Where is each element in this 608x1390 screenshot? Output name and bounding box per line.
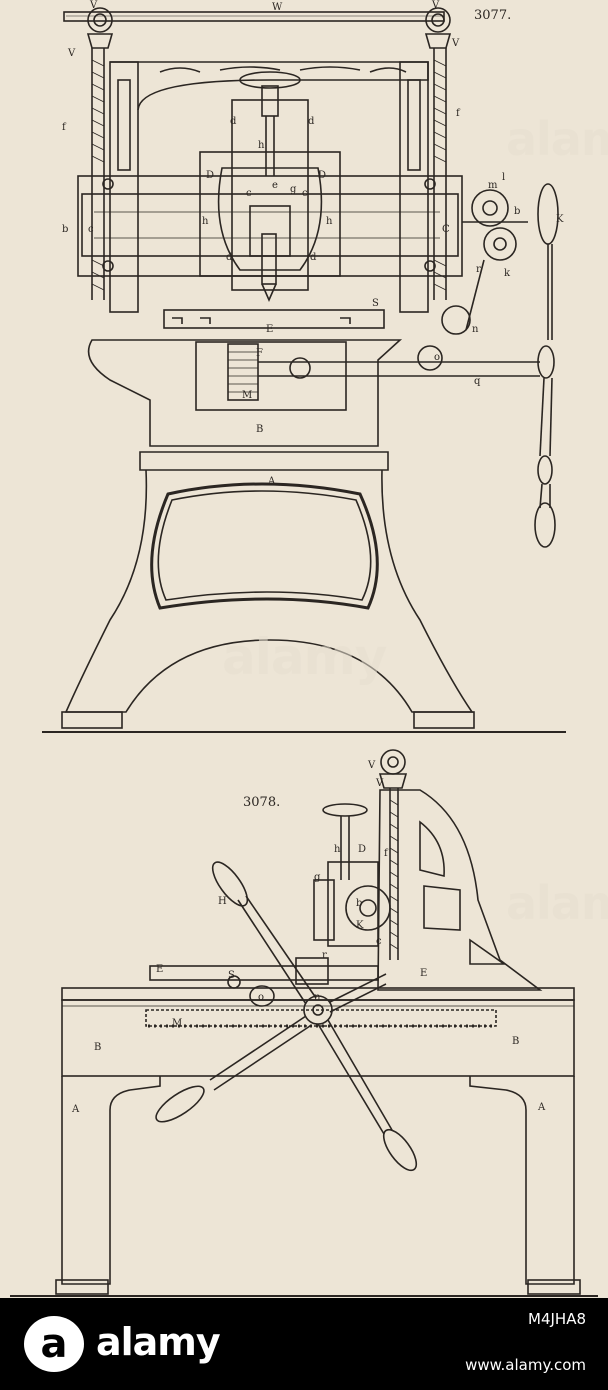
fig3077-label-b: B bbox=[256, 424, 263, 435]
fig3078-label-c: c bbox=[376, 936, 382, 947]
fig3078-label-e: E bbox=[156, 964, 163, 975]
fig3078-label-b: B bbox=[94, 1042, 101, 1053]
fig3078-label-b: b bbox=[356, 898, 362, 909]
fig3077-label-o: o bbox=[434, 352, 440, 363]
brand-name: alamy bbox=[96, 1320, 221, 1364]
figure-number-3078: 3078. bbox=[243, 795, 281, 810]
fig3077-label-v: V bbox=[431, 0, 440, 11]
alamy-logo-letter: a bbox=[40, 1321, 68, 1367]
fig3077-label-e: e bbox=[272, 180, 278, 191]
fig3077-label-q: q bbox=[474, 376, 481, 387]
fig3078-label-a: A bbox=[537, 1102, 546, 1113]
fig3077-label-v: V bbox=[89, 0, 98, 11]
fig3077-label-l: l bbox=[502, 172, 505, 183]
fig3078-label-s: S bbox=[228, 970, 235, 981]
fig3077-label-k: k bbox=[504, 268, 511, 279]
fig3078-label-o: o bbox=[258, 992, 264, 1003]
fig3078-label-n: n bbox=[314, 992, 321, 1003]
figure-number-3077: 3077. bbox=[474, 8, 512, 23]
fig3077-label-a: A bbox=[267, 476, 276, 487]
fig3077-label-b: b bbox=[62, 224, 68, 235]
fig3077-label-c: c bbox=[88, 224, 94, 235]
fig3077-label-d: d bbox=[226, 252, 233, 263]
fig3078-label-e: E bbox=[420, 968, 427, 979]
fig3078-label-m: M bbox=[172, 1018, 182, 1029]
fig3077-label-d: d bbox=[308, 116, 315, 127]
fig3077-label-b: b bbox=[514, 206, 520, 217]
image-id: M4JHA8 bbox=[528, 1310, 586, 1328]
fig3078-label-k: K bbox=[356, 920, 364, 931]
fig3077-label-d: D bbox=[318, 170, 326, 181]
fig3078-label-v: V bbox=[375, 778, 384, 789]
fig3077-label-c: c bbox=[246, 188, 252, 199]
fig3077-label-h: h bbox=[326, 216, 333, 227]
fig3078-label-b: B bbox=[512, 1036, 519, 1047]
fig3078-label-g: g bbox=[314, 872, 321, 883]
fig3077-label-d: d bbox=[230, 116, 237, 127]
fig3077-drawing bbox=[42, 7, 566, 733]
fig3078-label-f: f bbox=[384, 848, 389, 859]
fig3077-label-w: W bbox=[272, 2, 283, 13]
fig3078-label-h: h bbox=[334, 844, 341, 855]
fig3078-label-a: A bbox=[71, 1104, 80, 1115]
fig3078-drawing bbox=[10, 749, 598, 1297]
fig3077-label-c: C bbox=[442, 224, 450, 235]
fig3077-label-e: E bbox=[266, 324, 273, 335]
fig3077-label-r: r bbox=[476, 264, 481, 275]
fig3077-label-v: V bbox=[451, 38, 460, 49]
fig3077-label-f: f bbox=[456, 108, 461, 119]
fig3077-label-s: S bbox=[372, 298, 379, 309]
fig3077-label-d: d bbox=[310, 252, 317, 263]
fig3077-label-d: D bbox=[206, 170, 214, 181]
fig3078-label-h: H bbox=[218, 896, 227, 907]
fig3077-label-f: f bbox=[62, 122, 67, 133]
site-url: www.alamy.com bbox=[465, 1356, 586, 1374]
fig3077-label-f: F bbox=[256, 348, 263, 359]
fig3077-label-v: V bbox=[67, 48, 76, 59]
fig3077-label-c: c bbox=[302, 188, 308, 199]
fig3077-label-h: h bbox=[258, 140, 265, 151]
footer-bar: a alamy M4JHA8 www.alamy.com bbox=[0, 1298, 608, 1390]
fig3077-label-g: g bbox=[290, 184, 297, 195]
fig3078-label-r: r bbox=[322, 950, 327, 961]
fig3078-label-v: V bbox=[367, 760, 376, 771]
fig3077-label-m: M bbox=[242, 390, 252, 401]
alamy-logo: a bbox=[24, 1316, 84, 1372]
fig3077-label-m: m bbox=[488, 180, 498, 191]
fig3077-label-k: K bbox=[556, 214, 564, 225]
fig3077-label-h: h bbox=[202, 216, 209, 227]
fig3078-label-d: D bbox=[358, 844, 366, 855]
fig3077-label-n: n bbox=[472, 324, 479, 335]
